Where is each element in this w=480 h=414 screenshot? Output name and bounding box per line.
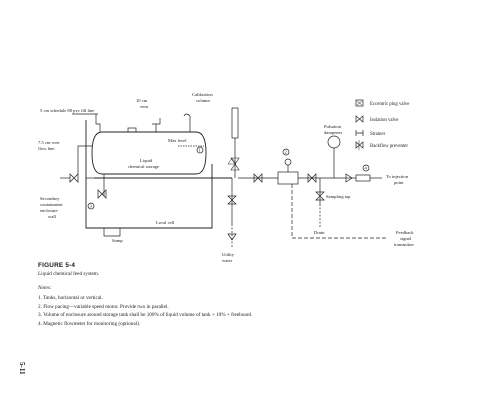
secondary-label-4: wall: [48, 214, 57, 219]
secondary-label-3: enclosure: [40, 208, 58, 213]
calibration-label-2: column: [196, 98, 210, 103]
containment-wall: [85, 120, 213, 229]
utility-valve: [227, 195, 237, 205]
feedback-label-3: transmitter: [394, 242, 414, 247]
pump-inlet-valve: [253, 173, 263, 183]
utility-label-1: Utility: [222, 252, 235, 257]
note-item: 1. Tanks, horizontal or vertical.: [38, 295, 103, 301]
sump-pit: [103, 228, 121, 237]
feedback-label-2: signal: [400, 236, 412, 241]
page-number: 5-11: [18, 362, 26, 375]
local-cell-label: Local cell: [156, 220, 175, 225]
injection-label-2: point: [394, 180, 404, 185]
sampling-valve: [315, 191, 325, 201]
notes-heading: Notes:: [38, 285, 52, 291]
drain-label: Drain: [314, 230, 325, 235]
injection-label-1: To injection: [386, 174, 409, 179]
notes-list: 1. Tanks, horizontal or vertical. 2. Flo…: [38, 294, 252, 328]
callout-4: 4: [365, 166, 368, 171]
inlet-isolation-valve: [60, 173, 79, 183]
callout-2: 2: [285, 150, 288, 155]
pump-outlet-valve: [307, 173, 317, 183]
note-item: 2. Flow pacing—variable speed motor. Pro…: [38, 303, 169, 310]
callout-1: 1: [199, 148, 202, 153]
legend-isolation-label: Isolation valve: [370, 118, 398, 123]
legend-strainer-label: Strainer: [370, 132, 386, 137]
note-item: 4. Magnetic flowmeter for monitoring (op…: [38, 320, 141, 327]
overflow-label-1: 7.5 cm over: [38, 140, 60, 145]
sump-label: Sump: [112, 238, 123, 243]
figure-caption: Liquid chemical feed system.: [38, 271, 100, 277]
overflow-label-2: flow line: [38, 146, 54, 151]
vent-label-2: vent: [140, 104, 149, 109]
secondary-label-2: containment: [40, 202, 63, 207]
legend-eccentric-label: Eccentric plug valve: [370, 102, 409, 107]
fill-line: [95, 114, 101, 132]
figure-title: FIGURE 5-4: [38, 262, 76, 269]
pulsation-label-2: dampener: [324, 130, 343, 135]
tank-label-2: chemical storage: [128, 164, 159, 169]
max-level-label: Max level: [168, 138, 187, 143]
vent-label-1: 10 cm: [136, 98, 148, 103]
sampling-tap-label: Sampling tap: [326, 194, 351, 199]
level-gauge: [183, 113, 191, 132]
manway: [127, 127, 137, 133]
utility-label-2: water: [222, 258, 233, 263]
vent-pipe: [152, 118, 161, 132]
fill-line-label: 5 cm schedule 80 pvc fill line: [40, 108, 94, 113]
legend-backflow-label: Backflow preventer: [370, 144, 408, 149]
storage-tank: [91, 131, 207, 175]
overflow-line: [77, 145, 92, 174]
note-item: 3. Volume of enclosure around storage ta…: [38, 312, 253, 319]
feedback-label-1: Feedback: [396, 230, 414, 235]
legend: [355, 99, 364, 150]
calibration-label-1: Calibration: [192, 92, 213, 97]
drain-valve: [97, 189, 107, 199]
tank-label-1: Liquid: [140, 158, 153, 163]
check-valve: [345, 173, 353, 183]
pulsation-label-1: Pulsation: [324, 124, 342, 129]
secondary-label-1: Secondary: [40, 196, 60, 201]
callout-3: 3: [90, 204, 93, 209]
